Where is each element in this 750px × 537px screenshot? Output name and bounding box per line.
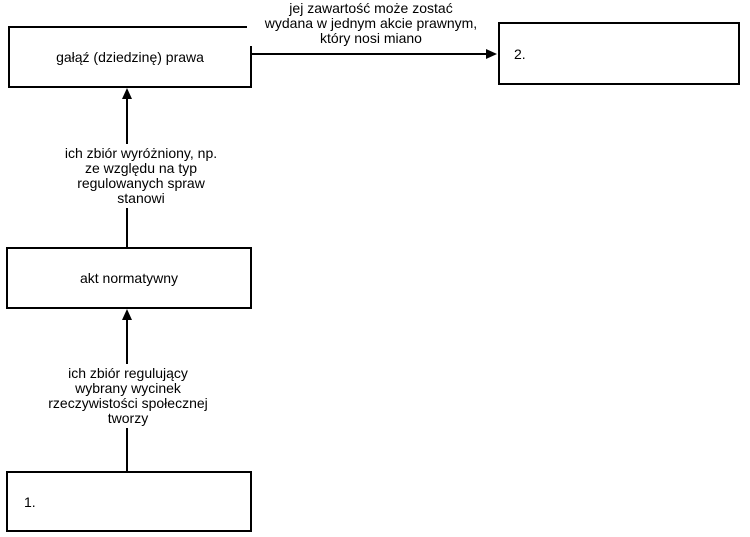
arrowhead-up-lower-icon <box>122 309 132 320</box>
box-answer-2: 2. <box>498 22 740 85</box>
connector-label-horizontal: jej zawartość może zostać wydana w jedny… <box>247 1 495 46</box>
box-akt-label: akt normatywny <box>79 270 179 286</box>
arrowhead-right-icon <box>486 49 497 59</box>
box-answer-2-label: 2. <box>514 45 526 62</box>
connector-label-upper-vertical: ich zbiór wyróżniony, np. ze względu na … <box>54 144 228 208</box>
box-akt-normatywny: akt normatywny <box>6 247 252 309</box>
connector-label-lower-vertical: ich zbiór regulujący wybrany wycinek rze… <box>40 364 216 428</box>
arrowhead-up-upper-icon <box>122 88 132 99</box>
box-answer-1-label: 1. <box>24 493 36 510</box>
box-answer-1: 1. <box>6 471 252 532</box>
box-galaz-prawa: gałąź (dziedzinę) prawa <box>8 26 252 88</box>
box-galaz-label: gałąź (dziedzinę) prawa <box>56 49 204 65</box>
connector-horizontal-line <box>252 53 488 55</box>
